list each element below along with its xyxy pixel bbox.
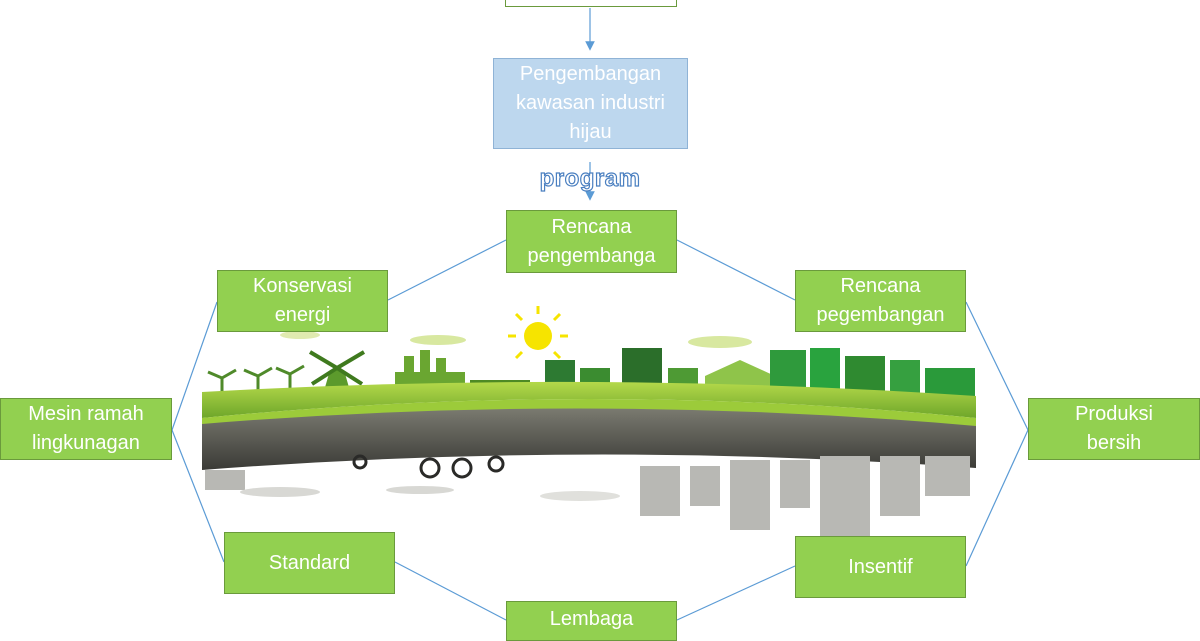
- green-city-illustration: [202, 306, 976, 536]
- node-top-label: Rencana pengembanga: [527, 215, 656, 267]
- node-upper-right: Rencana pegembangan: [795, 270, 966, 332]
- gear-icon: [352, 454, 505, 479]
- node-lower-left-label: Standard: [268, 551, 351, 574]
- node-right-label: Produksi bersih: [1075, 403, 1153, 454]
- node-left-label: Mesin ramah lingkunagan: [28, 403, 144, 454]
- node-lower-right: Insentif: [795, 536, 966, 598]
- program-label: program: [539, 164, 641, 192]
- node-upper-left-label: Konservasi energi: [253, 275, 352, 326]
- node-left: Mesin ramah lingkunagan: [0, 398, 172, 460]
- sun-icon: [508, 306, 568, 360]
- node-bottom: Lembaga: [506, 601, 677, 641]
- center-node: Pengembangan kawasan industri hijau: [493, 58, 688, 149]
- top-cropped-box: [505, 0, 677, 7]
- node-upper-left: Konservasi energi: [217, 270, 388, 332]
- node-top: Rencana pengembanga: [506, 210, 677, 273]
- node-bottom-label: Lembaga: [549, 608, 634, 630]
- center-node-label: Pengembangan kawasan industri hijau: [516, 63, 665, 143]
- node-lower-right-label: Insentif: [848, 555, 913, 578]
- node-right: Produksi bersih: [1028, 398, 1200, 460]
- grey-city-reflection: [205, 456, 970, 536]
- connector-lines: [171, 239, 1029, 621]
- node-lower-left: Standard: [224, 532, 395, 594]
- node-upper-right-label: Rencana pegembangan: [816, 275, 945, 326]
